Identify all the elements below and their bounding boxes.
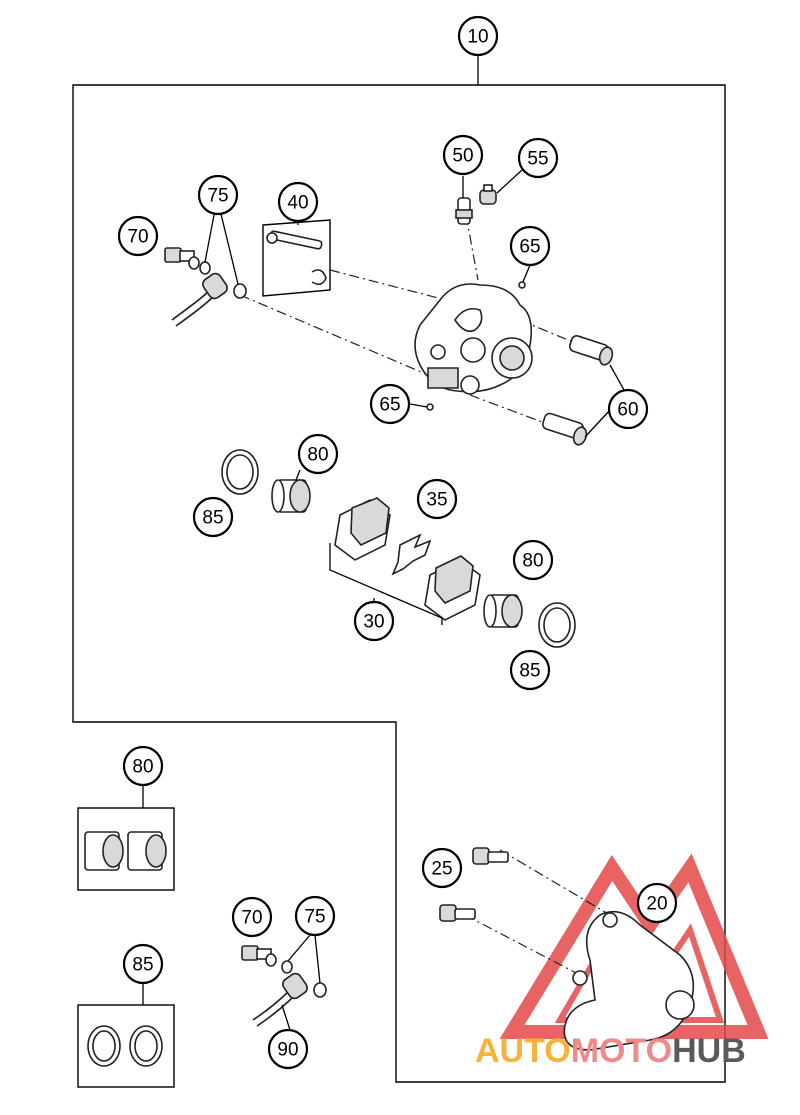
- callout-80-kit: 80: [122, 745, 164, 787]
- svg-text:75: 75: [207, 186, 228, 207]
- callout-55: 55: [517, 137, 559, 179]
- brake-hose-bottom: [252, 972, 308, 1027]
- washer-bottom-1: [281, 960, 293, 974]
- svg-text:35: 35: [426, 490, 447, 511]
- leader-75a-1: [204, 209, 216, 263]
- guide-bushing-lower: [542, 412, 588, 446]
- callout-85-left: 85: [192, 496, 234, 538]
- brake-pad-left: [334, 497, 391, 561]
- svg-text:60: 60: [617, 400, 638, 421]
- callout-70-bottom: 70: [231, 896, 273, 938]
- svg-text:85: 85: [132, 955, 153, 976]
- leader-80a: [295, 469, 301, 481]
- pad-spring: [391, 533, 432, 576]
- callout-80-top: 80: [297, 433, 339, 475]
- callout-65-bottom: 65: [369, 383, 411, 425]
- svg-text:70: 70: [127, 227, 148, 248]
- svg-text:40: 40: [287, 193, 308, 214]
- svg-text:80: 80: [132, 757, 153, 778]
- bleeder-cap: [479, 184, 497, 205]
- brake-pad-right: [424, 555, 481, 621]
- leader-55: [496, 169, 523, 194]
- svg-text:65: 65: [379, 395, 400, 416]
- svg-text:70: 70: [241, 908, 262, 929]
- watermark-moto: MOTO: [571, 1032, 672, 1070]
- washer-bottom-2: [313, 982, 327, 998]
- callout-60: 60: [607, 388, 649, 430]
- svg-text:85: 85: [202, 508, 223, 529]
- callout-35: 35: [416, 478, 458, 520]
- leader-60-2: [584, 409, 611, 438]
- small-screw-bottom: [426, 403, 434, 411]
- callout-65-top: 65: [509, 225, 551, 267]
- callout-80-right: 80: [512, 539, 554, 581]
- watermark-hub: HUB: [672, 1032, 746, 1070]
- leader-90: [281, 1004, 291, 1031]
- bleeder-valve: [455, 197, 473, 225]
- seal-kit-part-1: [87, 1025, 121, 1067]
- callout-20: 20: [636, 882, 678, 924]
- callout-50: 50: [442, 134, 484, 176]
- svg-text:80: 80: [522, 551, 543, 572]
- banjo-bolt-top: [164, 247, 200, 270]
- svg-text:90: 90: [277, 1040, 298, 1061]
- kit-frame-80: [77, 807, 175, 891]
- callout-85-kit: 85: [122, 943, 164, 985]
- caliper-bracket: [563, 910, 695, 1051]
- svg-text:80: 80: [307, 445, 328, 466]
- watermark-text: AUTOMOTOHUB: [475, 1032, 746, 1070]
- piston-kit-part-1: [84, 831, 124, 871]
- svg-text:20: 20: [646, 894, 667, 915]
- svg-text:65: 65: [519, 237, 540, 258]
- seal-kit-part-2: [129, 1025, 163, 1067]
- kit-frame-85: [77, 1004, 175, 1088]
- washer-top-2: [233, 283, 247, 299]
- washer-top-1: [199, 261, 211, 275]
- piston-seal-right: [538, 602, 576, 648]
- callout-10: 10: [457, 15, 499, 57]
- piston-kit-part-2: [127, 831, 167, 871]
- svg-text:30: 30: [363, 612, 384, 633]
- small-screw-top: [518, 281, 526, 289]
- callout-75-bottom: 75: [294, 895, 336, 937]
- assembly-frame: [72, 84, 726, 1083]
- assembly-lines: [239, 214, 611, 976]
- pin-kit: [262, 219, 331, 297]
- piston-seal-left: [221, 449, 259, 495]
- leader-65a: [522, 264, 531, 283]
- pad-kit-bracket: [329, 543, 443, 625]
- svg-text:25: 25: [431, 859, 452, 880]
- brake-caliper: [414, 283, 533, 395]
- watermark-auto: AUTO: [475, 1032, 571, 1070]
- guide-bushing-upper: [568, 335, 614, 366]
- callout-90: 90: [267, 1028, 309, 1070]
- leader-75b-2: [314, 934, 321, 984]
- piston-right: [483, 594, 523, 628]
- banjo-bolt-bottom: [241, 945, 277, 967]
- svg-text:75: 75: [304, 907, 325, 928]
- svg-text:10: 10: [467, 27, 488, 48]
- leader-75a-2: [219, 209, 239, 285]
- bracket-bolt-upper: [472, 847, 509, 865]
- piston-left: [271, 479, 311, 513]
- callout-40: 40: [277, 181, 319, 223]
- callout-75-top: 75: [197, 174, 239, 216]
- leader-75b-1: [287, 934, 311, 962]
- callout-25: 25: [421, 847, 463, 889]
- bracket-bolt-lower: [439, 904, 476, 922]
- brake-hose-top: [171, 272, 228, 327]
- svg-text:55: 55: [527, 149, 548, 170]
- svg-text:85: 85: [519, 661, 540, 682]
- svg-text:50: 50: [452, 146, 473, 167]
- callout-70-top: 70: [117, 215, 159, 257]
- leader-65b: [409, 403, 428, 408]
- callout-85-right: 85: [509, 649, 551, 691]
- callout-30: 30: [353, 600, 395, 642]
